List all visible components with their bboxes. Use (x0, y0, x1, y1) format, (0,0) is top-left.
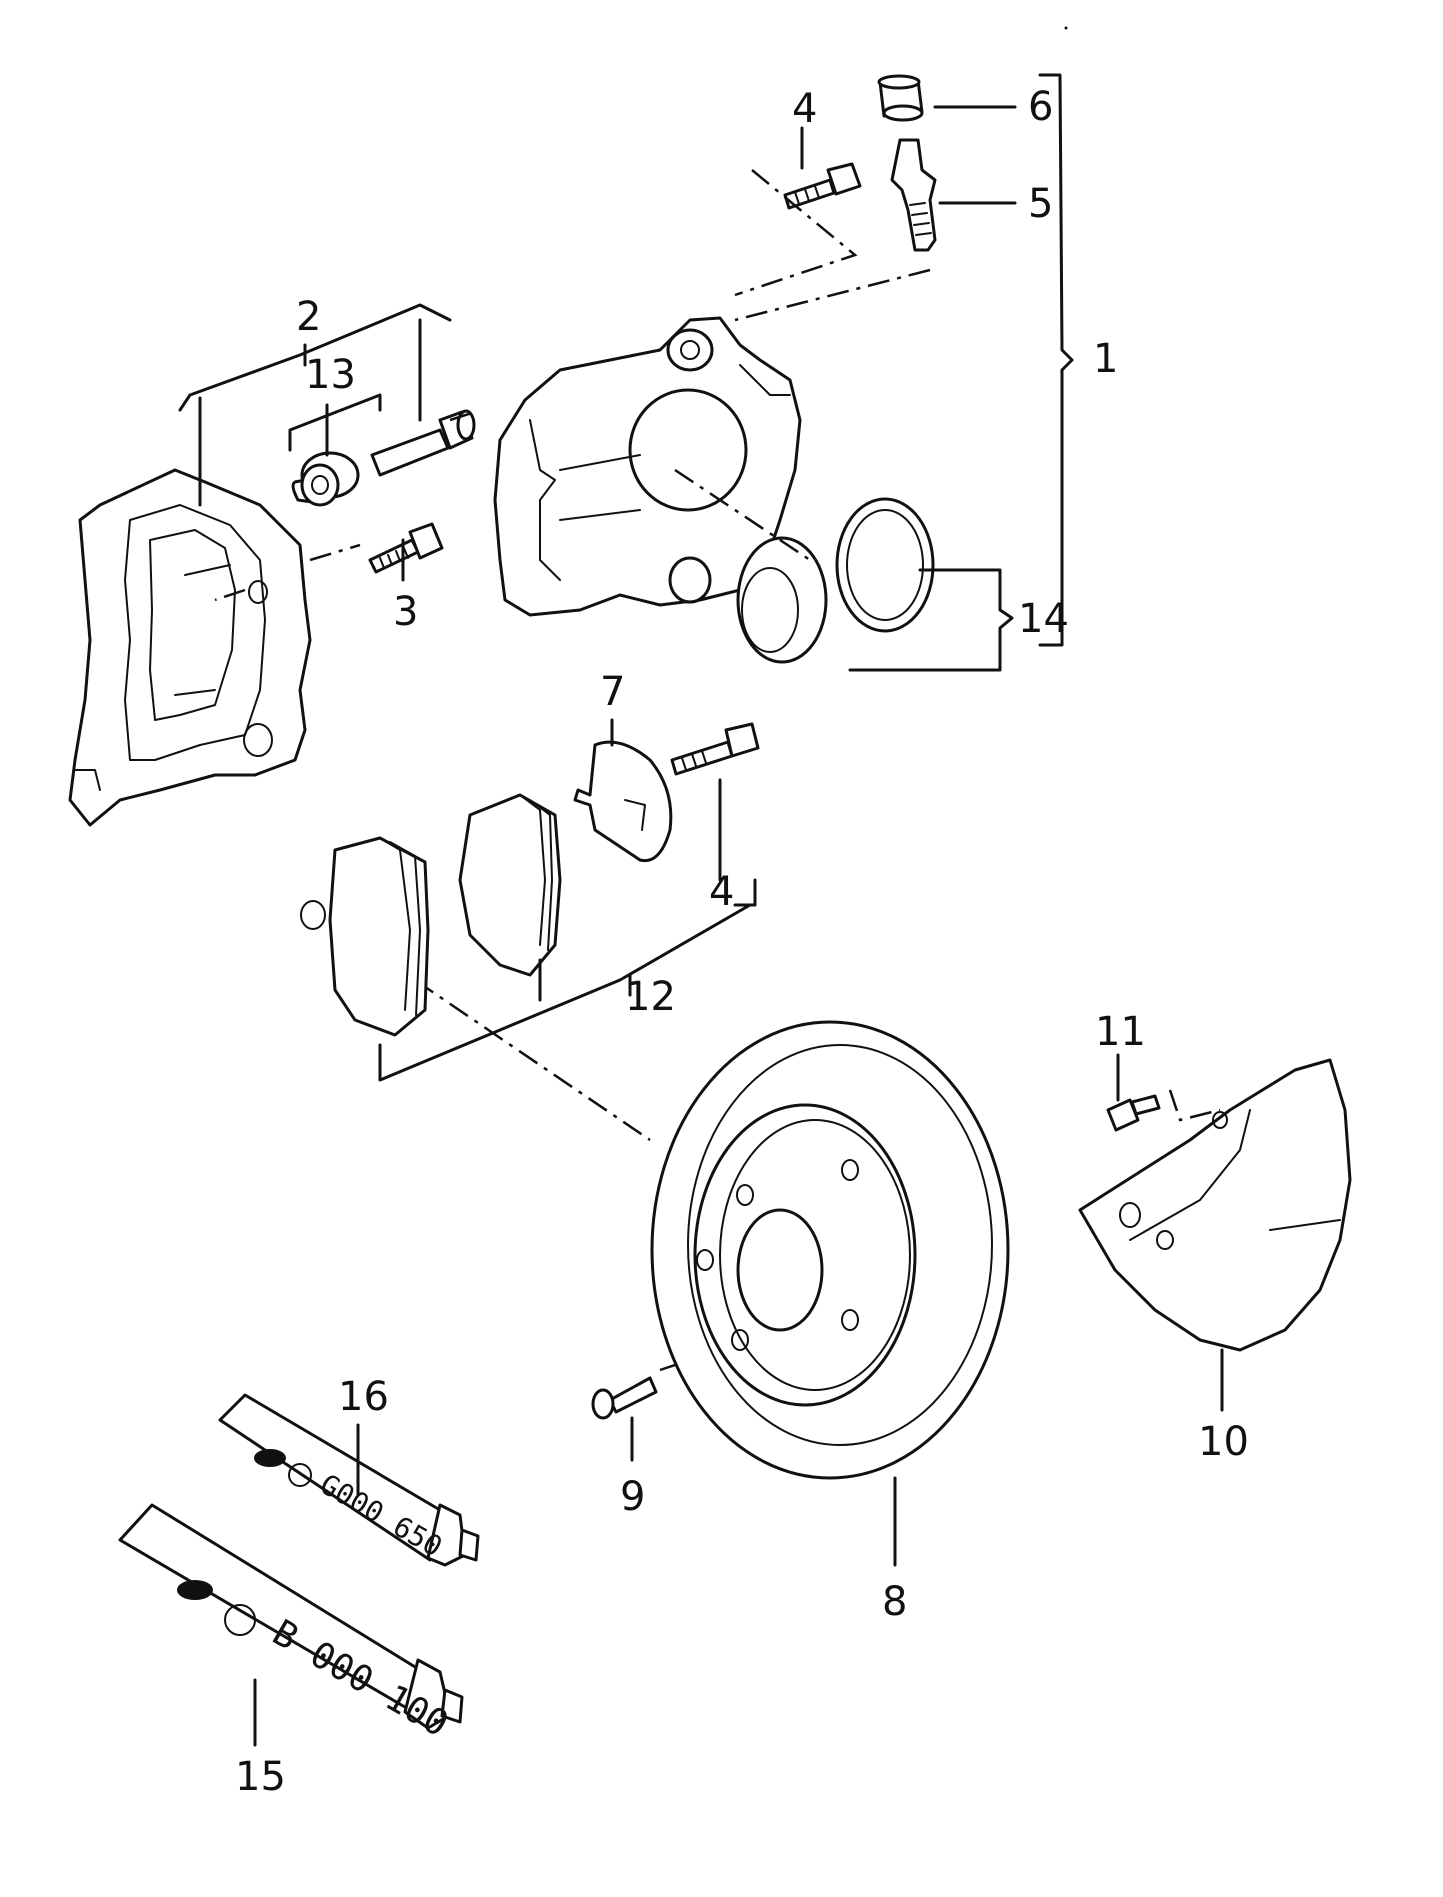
callout-16: 16 (338, 1374, 389, 1420)
callout-12: 12 (625, 974, 676, 1020)
caliper-housing (493, 316, 802, 617)
callout-7: 7 (600, 669, 625, 715)
splash-guard (1078, 1058, 1352, 1352)
callout-4-lower: 4 (709, 869, 734, 915)
callout-13: 13 (305, 352, 356, 398)
callout-8: 8 (882, 1579, 907, 1625)
dust-cap (877, 74, 924, 122)
rubber-bushing (291, 451, 360, 507)
callout-labels: 1 2 3 4 4 5 6 7 8 9 10 11 12 13 14 15 16 (235, 84, 1249, 1800)
guide-pin (370, 409, 476, 477)
bolt-11 (1106, 1094, 1161, 1132)
assembly-lines (214, 169, 1221, 1372)
countersunk-screw (591, 1376, 658, 1420)
callout-11: 11 (1095, 1009, 1146, 1055)
grease-tube-small: G000 650 (218, 1393, 480, 1567)
leader-lines (178, 73, 1224, 1747)
callout-1: 1 (1093, 336, 1118, 382)
anti-rattle-spring (573, 740, 673, 863)
callout-3: 3 (393, 589, 418, 635)
callout-9: 9 (620, 1474, 645, 1520)
bolt-4-lower (670, 722, 760, 776)
bleeder-valve (890, 138, 937, 252)
bolt-3 (368, 522, 444, 574)
stray-dot (1064, 26, 1068, 30)
callout-10: 10 (1198, 1419, 1249, 1465)
brake-pad-outer (300, 836, 430, 1037)
callout-14: 14 (1018, 596, 1069, 642)
callout-4-upper: 4 (792, 86, 817, 132)
callout-6: 6 (1028, 84, 1053, 130)
callout-2: 2 (296, 294, 321, 340)
callout-5: 5 (1028, 181, 1053, 227)
bolt-4-upper (783, 162, 862, 210)
piston-seal (736, 497, 935, 664)
caliper-carrier (68, 468, 312, 827)
brake-disc (650, 1020, 1010, 1480)
callout-15: 15 (235, 1754, 286, 1800)
brake-pad-inner (458, 793, 562, 977)
